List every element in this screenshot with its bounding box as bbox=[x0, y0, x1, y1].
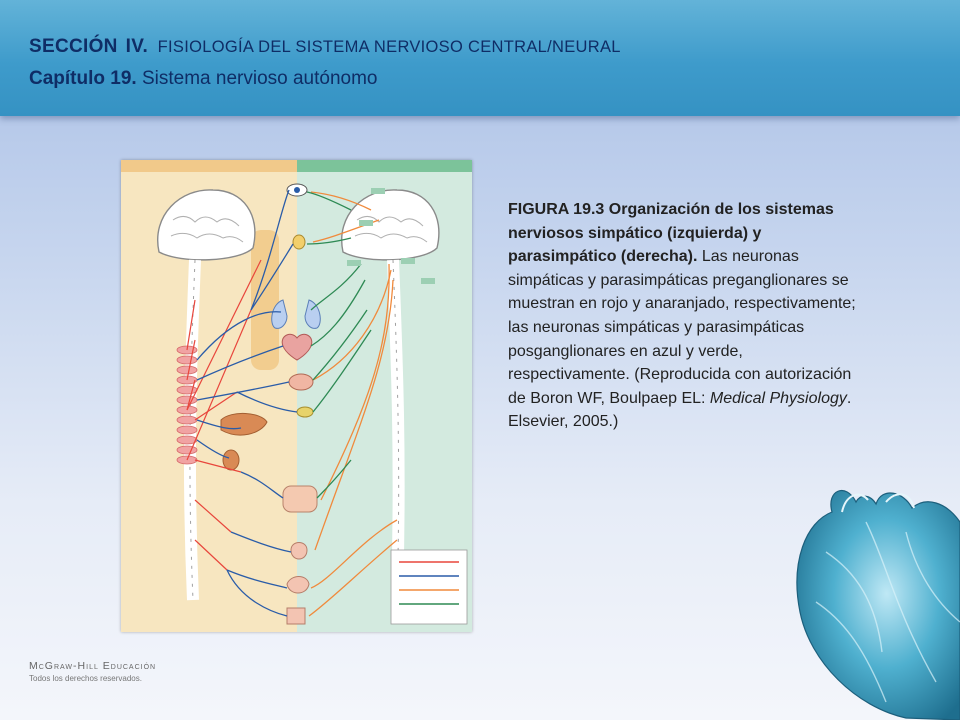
slide-header: SECCIÓN IV. FISIOLOGÍA DEL SISTEMA NERVIO… bbox=[0, 0, 960, 116]
caption-body-text: Las neuronas simpáticas y parasimpáticas… bbox=[508, 248, 856, 407]
organ-icon bbox=[222, 449, 240, 471]
organ-icon bbox=[220, 413, 268, 436]
rights-text: Todos los derechos reservados. bbox=[29, 674, 142, 683]
eye-icon bbox=[286, 183, 308, 197]
caption-tail-text: . Elsevier, 2005.) bbox=[508, 389, 852, 431]
section-title: FISIOLOGÍA DEL SISTEMA NERVIOSO CENTRAL/… bbox=[157, 38, 621, 56]
heart-icon bbox=[281, 333, 313, 361]
parasympathetic-postganglionic-fibers bbox=[306, 191, 372, 499]
spinal-cord-icon bbox=[392, 259, 400, 601]
section-number: IV. bbox=[125, 36, 149, 57]
section-keyword: SECCIÓN bbox=[29, 36, 118, 57]
brain-icon bbox=[157, 189, 256, 261]
figure-legend bbox=[390, 549, 468, 625]
spinal-cord-icon bbox=[189, 259, 196, 601]
chapter-title: Sistema nervioso autónomo bbox=[141, 68, 378, 89]
figure-caption: FIGURA 19.3 Organización de los sistemas… bbox=[508, 198, 868, 434]
lungs-icon bbox=[271, 299, 321, 329]
organ-icon bbox=[296, 406, 314, 418]
organ-icon bbox=[286, 576, 310, 594]
parasympathetic-header-strip bbox=[297, 160, 472, 172]
sympathetic-postganglionic-fibers bbox=[196, 189, 298, 617]
figure-label-boxes bbox=[347, 188, 435, 284]
figure-label: FIGURA 19.3 bbox=[508, 201, 605, 218]
organ-icon bbox=[292, 234, 306, 250]
parasympathetic-preganglionic-fibers bbox=[308, 191, 398, 617]
organ-icon bbox=[288, 373, 314, 391]
organ-icon bbox=[286, 607, 306, 625]
slide-footer: McGraw-Hill Educación Todos los derechos… bbox=[29, 660, 156, 683]
chapter-label: Capítulo 19. bbox=[29, 68, 137, 89]
sympathetic-preganglionic-fibers bbox=[186, 259, 262, 571]
section-heading: SECCIÓN IV. FISIOLOGÍA DEL SISTEMA NERVIO… bbox=[29, 36, 621, 58]
sympathetic-header-strip bbox=[121, 160, 297, 172]
organ-icon bbox=[282, 485, 318, 513]
chapter-heading: Capítulo 19. Sistema nervioso autónomo bbox=[29, 68, 377, 90]
decorative-heart-icon bbox=[796, 490, 960, 720]
publisher-name: McGraw-Hill Educación bbox=[29, 660, 157, 672]
caption-italic-title: Medical Physiology bbox=[709, 389, 847, 407]
caption-bold-text: Organización de los sistemas nerviosos s… bbox=[508, 201, 834, 266]
organ-icon bbox=[290, 542, 308, 560]
autonomic-figure bbox=[121, 160, 472, 632]
